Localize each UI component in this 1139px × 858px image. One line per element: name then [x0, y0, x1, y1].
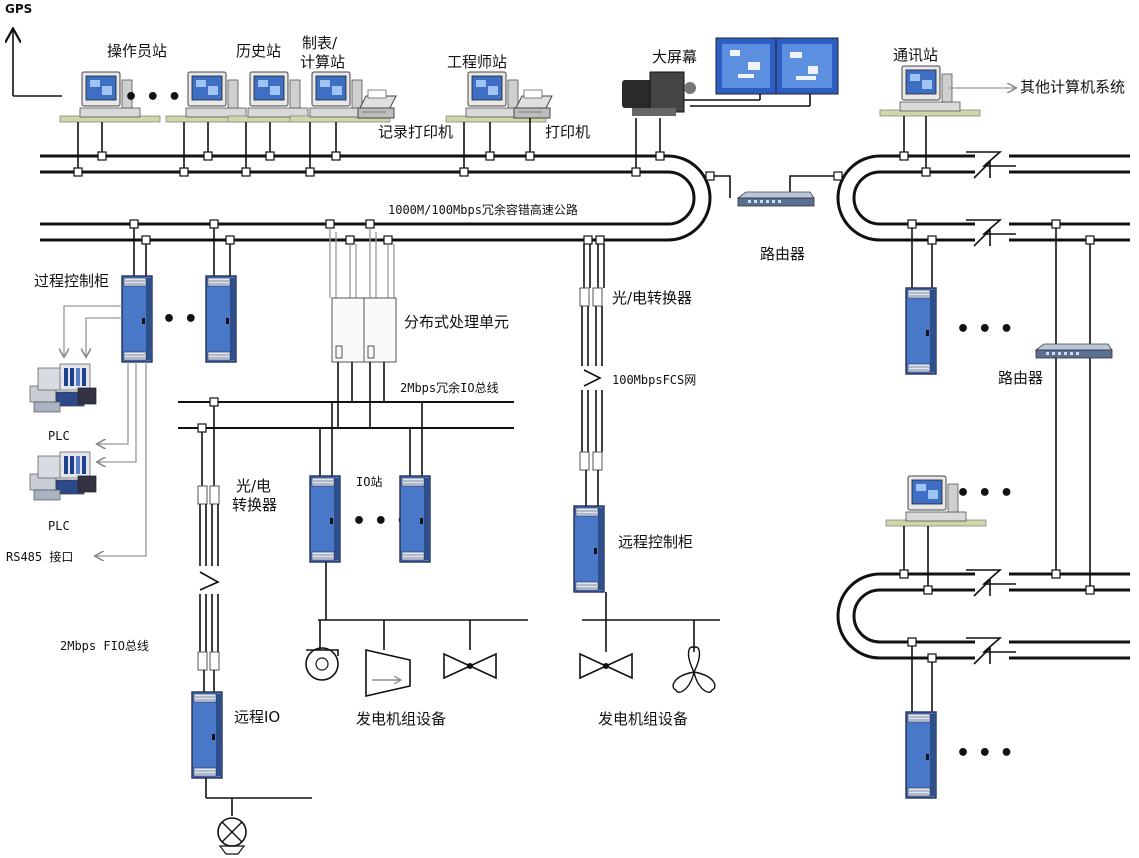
monitor-screen-icon: [684, 37, 839, 107]
propeller-icon: [672, 646, 716, 693]
engineer-station-label: 工程师站: [447, 53, 507, 71]
fan-icon: [443, 652, 497, 680]
dpu-label: 分布式处理单元: [404, 313, 509, 331]
cabinet-icon: [573, 505, 605, 593]
remote-cabinet-label: 远程控制柜: [618, 533, 693, 551]
gps-label: GPS: [5, 2, 32, 16]
comm-station-label: 通讯站: [893, 46, 938, 64]
generator-equipment-label-2: 发电机组设备: [598, 710, 688, 728]
cabinet-icon: [121, 275, 153, 363]
history-station-label: 历史站: [236, 42, 281, 60]
plc-icon: [29, 451, 97, 501]
compressor-icon: [365, 648, 411, 698]
ellipsis-right-stations: • • •: [956, 481, 1014, 506]
ellipsis-right-bottom: • • •: [956, 741, 1014, 766]
io-station-label: IO站: [356, 475, 382, 489]
oe-converter-left-label-2: 转换器: [232, 496, 277, 514]
printer-icon: [357, 89, 397, 119]
remote-io-label: 远程IO: [234, 708, 280, 726]
ellipsis-operator: • • •: [124, 85, 182, 110]
cabinet-icon: [905, 287, 937, 375]
cabinet-icon: [399, 475, 431, 563]
highway-label: 1000M/100Mbps冗余容错高速公路: [388, 202, 578, 217]
report-station-label-2: 计算站: [300, 53, 345, 71]
plc-label-2: PLC: [48, 519, 70, 533]
process-cabinet-label: 过程控制柜: [34, 272, 109, 290]
io-bus-label: 2Mbps冗余IO总线: [400, 380, 499, 395]
plc-label-1: PLC: [48, 429, 70, 443]
big-screen-label: 大屏幕: [652, 48, 697, 66]
other-systems-label: 其他计算机系统: [1020, 78, 1125, 96]
ellipsis-right-cabinets: • • •: [956, 317, 1014, 342]
oe-converter-left-label-1: 光/电: [236, 477, 271, 495]
plc-icon: [29, 363, 97, 413]
computer-icon: [879, 65, 981, 117]
cabinet-icon: [905, 711, 937, 799]
operator-station-label: 操作员站: [107, 42, 167, 60]
cabinet-icon: [309, 475, 341, 563]
report-station-label-1: 制表/: [302, 34, 338, 52]
oe-converter-top-label: 光/电转换器: [612, 289, 692, 307]
cabinet-icon: [191, 691, 223, 779]
router-icon: [737, 191, 815, 207]
router-icon: [1035, 343, 1113, 359]
router-right-label: 路由器: [998, 369, 1043, 387]
cabinet-icon: [205, 275, 237, 363]
log-printer-label: 记录打印机: [378, 123, 453, 141]
pump-icon: [217, 817, 247, 855]
fio-bus-label: 2Mbps FIO总线: [60, 639, 149, 653]
blower-icon: [305, 647, 339, 681]
rs485-label: RS485 接口: [6, 549, 73, 564]
router-center-label: 路由器: [760, 245, 805, 263]
fan-icon: [579, 652, 633, 680]
generator-equipment-label-1: 发电机组设备: [356, 710, 446, 728]
printer-label: 打印机: [545, 123, 590, 141]
projector-icon: [622, 71, 696, 116]
dpu-icon: [331, 297, 397, 363]
printer-icon: [513, 89, 553, 119]
fcs-net-label: 100MbpsFCS网: [612, 373, 696, 387]
